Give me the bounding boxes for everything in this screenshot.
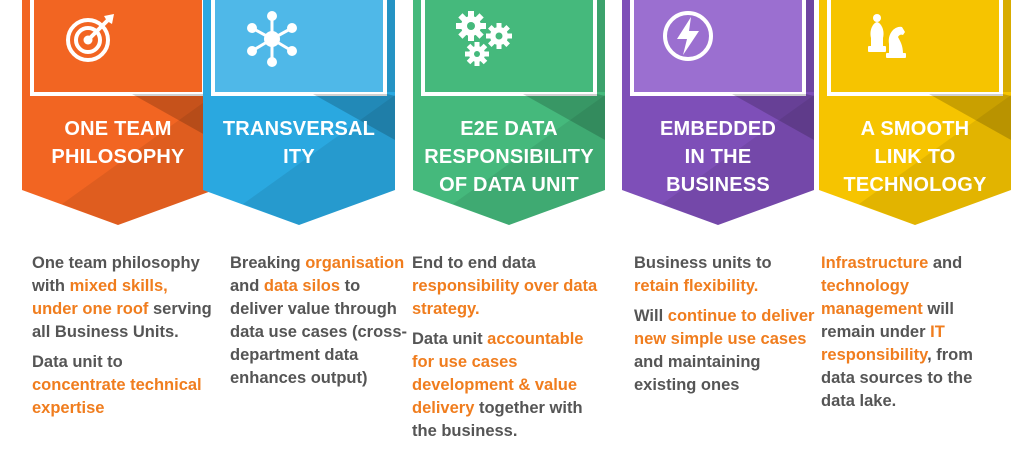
highlight-text: concentrate technical expertise — [32, 376, 202, 417]
body-text: serving all Business Units. — [32, 300, 212, 341]
description-paragraph: Data unit to concentrate technical exper… — [32, 351, 217, 420]
lightning-icon — [660, 8, 772, 80]
body-text: , from data sources to the data lake. — [821, 346, 973, 410]
body-text: Breaking — [230, 254, 306, 272]
highlight-text: IT responsibility — [821, 323, 945, 364]
highlight-text: responsibility over data strategy. — [412, 277, 598, 318]
card-title: ONE TEAM PHILOSOPHY — [51, 118, 185, 168]
highlight-text: data silos — [263, 277, 341, 295]
body-text: will remain under — [821, 300, 954, 341]
card-description: Infrastructure and technology management… — [821, 252, 1006, 420]
banner: E2E DATA RESPONSIBILITY OF DATA UNIT — [413, 0, 605, 225]
card-description: Business units to retain flexibility. Wil… — [634, 252, 819, 404]
banner: TRANSVERSAL ITY — [203, 0, 395, 225]
body-text: to deliver value through data use cases … — [230, 277, 408, 387]
body-text: and — [928, 254, 963, 272]
gears-icon — [451, 8, 563, 80]
description-paragraph: Will continue to deliver new simple use … — [634, 305, 819, 397]
card-one-team-philosophy: ONE TEAM PHILOSOPHY — [22, 0, 214, 454]
body-text: Business units to — [634, 254, 772, 272]
network-hub-icon — [241, 8, 353, 80]
body-text: and — [230, 277, 264, 295]
card-title: A SMOOTH LINK TO TECHNOLOGY — [843, 118, 987, 196]
description-paragraph: End to end data responsibility over data… — [412, 252, 610, 321]
card-title: E2E DATA RESPONSIBILITY OF DATA UNIT — [424, 118, 594, 196]
chess-pieces-icon — [857, 8, 969, 80]
card-transversality: TRANSVERSAL ITY — [203, 0, 395, 454]
description-paragraph: One team philosophy with mixed skills, u… — [32, 252, 217, 344]
highlight-text: organisation — [305, 254, 405, 272]
body-text: One team philosophy with — [32, 254, 200, 295]
banner: EMBEDDED IN THE BUSINESS — [622, 0, 814, 225]
card-description: Breaking organisation and data silos to … — [230, 252, 415, 397]
highlight-text: mixed skills, under one roof — [32, 277, 168, 318]
card-description: One team philosophy with mixed skills, u… — [32, 252, 217, 427]
highlight-text: continue to deliver new simple use cases — [634, 307, 815, 348]
body-text: and maintaining existing ones — [634, 353, 761, 394]
card-title: EMBEDDED IN THE BUSINESS — [659, 118, 777, 196]
body-text: End to end data — [412, 254, 536, 272]
banner: ONE TEAM PHILOSOPHY — [22, 0, 214, 225]
card-description: End to end data responsibility over data… — [412, 252, 610, 450]
body-text: Will — [634, 307, 668, 325]
body-text: Data unit to — [32, 353, 123, 371]
card-link-to-technology: A SMOOTH LINK TO TECHNOLOGY — [819, 0, 1011, 454]
banner: A SMOOTH LINK TO TECHNOLOGY — [819, 0, 1011, 225]
description-paragraph: Breaking organisation and data silos to … — [230, 252, 415, 390]
highlight-text: retain flexibility. — [634, 277, 759, 295]
card-title: TRANSVERSAL ITY — [222, 118, 376, 168]
card-embedded-in-business: EMBEDDED IN THE BUSINESS — [622, 0, 814, 454]
highlight-text: technology management — [821, 277, 923, 318]
target-icon — [60, 8, 172, 80]
description-paragraph: Data unit accountable for use cases deve… — [412, 328, 610, 443]
body-text: together with the business. — [412, 399, 583, 440]
description-paragraph: Infrastructure and technology management… — [821, 252, 1006, 413]
highlight-text: accountable for use cases development & … — [412, 330, 584, 417]
description-paragraph: Business units to retain flexibility. — [634, 252, 819, 298]
card-e2e-data-responsibility: E2E DATA RESPONSIBILITY OF DATA UNIT — [413, 0, 605, 454]
highlight-text: Infrastructure — [821, 254, 929, 272]
body-text: Data unit — [412, 330, 488, 348]
